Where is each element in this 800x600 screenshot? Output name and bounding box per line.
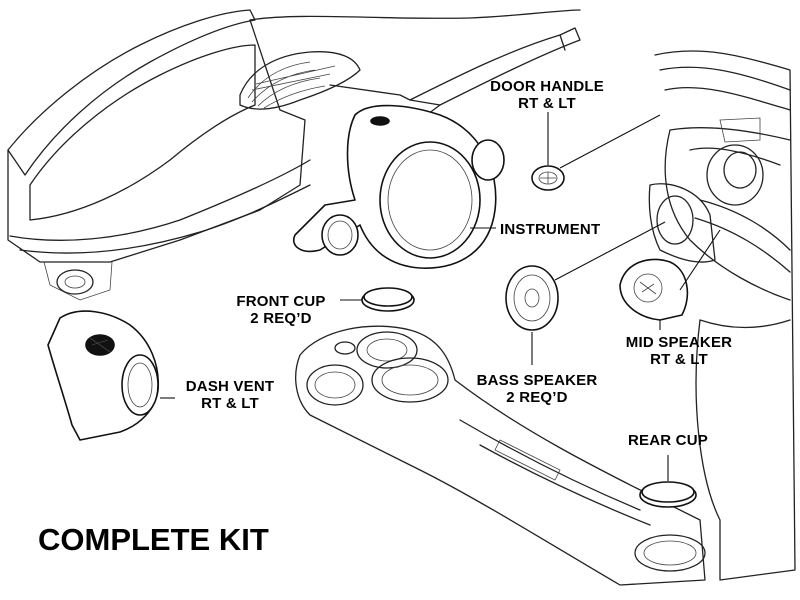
dash-vent-part	[47, 310, 160, 441]
bass-speaker-label-line2: 2 REQ’D	[506, 389, 568, 406]
bass-speaker-label: BASS SPEAKER 2 REQ’D	[464, 372, 610, 406]
door-handle-label-line2: RT & LT	[518, 95, 576, 112]
door-handle-label: DOOR HANDLE RT & LT	[482, 78, 612, 112]
door-panel-outline	[648, 50, 796, 581]
instrument-surround	[293, 104, 505, 269]
mid-speaker-label: MID SPEAKER RT & LT	[612, 334, 746, 368]
mid-speaker-part	[619, 258, 689, 321]
kit-title: COMPLETE KIT	[38, 522, 269, 557]
dash-vent-label-line1: DASH VENT	[185, 378, 275, 395]
front-cup-label-line1: FRONT CUP	[236, 293, 326, 310]
dash-vent-label: DASH VENT RT & LT	[174, 378, 286, 412]
rear-cup-label: REAR CUP	[612, 432, 724, 449]
rear-cup-ring	[639, 481, 697, 508]
bass-speaker-label-line1: BASS SPEAKER	[476, 372, 598, 389]
front-cup-label-line2: 2 REQ’D	[250, 310, 312, 327]
mid-speaker-label-line2: RT & LT	[650, 351, 708, 368]
dash-vent-label-line2: RT & LT	[201, 395, 259, 412]
front-cup-label: FRONT CUP 2 REQ’D	[225, 293, 337, 327]
door-handle-label-line1: DOOR HANDLE	[490, 78, 604, 95]
instrument-label-line1: INSTRUMENT	[500, 221, 601, 238]
instrument-label: INSTRUMENT	[500, 221, 620, 238]
bass-speaker-part	[505, 265, 559, 331]
mid-speaker-label-line1: MID SPEAKER	[625, 334, 733, 351]
door-handle-part	[531, 165, 565, 191]
dashboard-outline	[7, 9, 581, 301]
rear-cup-label-line1: REAR CUP	[628, 432, 708, 449]
center-console-outline	[295, 325, 706, 586]
front-cup-ring	[361, 287, 415, 312]
leader-lines	[160, 112, 721, 481]
